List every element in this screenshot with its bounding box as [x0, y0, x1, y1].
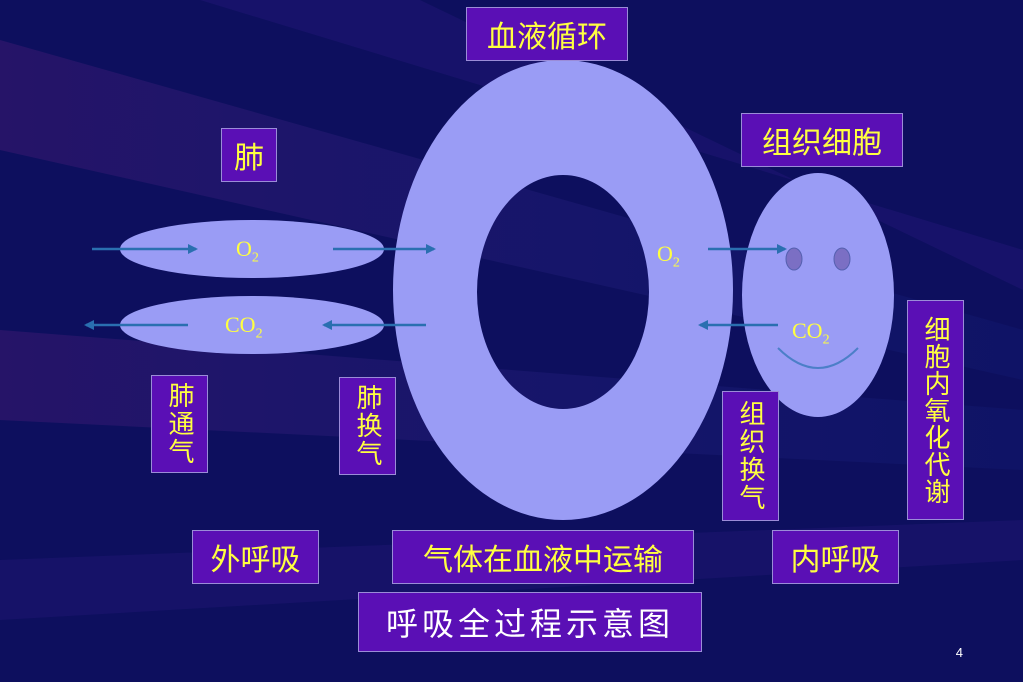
blood-circulation-label: 血液循环 [466, 7, 628, 61]
o2-label-left: O2 [236, 236, 259, 266]
blood-circulation-ring [393, 60, 733, 520]
external-respiration-label: 外呼吸 [192, 530, 319, 584]
right-eye-icon [833, 247, 851, 271]
internal-respiration-label: 内呼吸 [772, 530, 899, 584]
left-eye-icon [785, 247, 803, 271]
diagram-title: 呼吸全过程示意图 [358, 592, 702, 652]
tissue-cell-ellipse [742, 173, 894, 417]
lung-co2-ellipse [120, 296, 384, 354]
tissue-cell-label: 组织细胞 [741, 113, 903, 167]
lung-label: 肺 [221, 128, 277, 182]
tissue-exchange-label: 组织换气 [722, 391, 779, 521]
co2-label-left: CO2 [225, 312, 263, 342]
lung-o2-ellipse [120, 220, 384, 278]
pulmonary-exchange-label: 肺换气 [339, 377, 396, 475]
o2-label-right: O2 [657, 241, 680, 271]
page-number: 4 [955, 645, 963, 660]
co2-label-right: CO2 [792, 318, 830, 348]
smile-icon [777, 347, 859, 369]
pulmonary-ventilation-label: 肺通气 [151, 375, 208, 473]
intracellular-oxidation-label: 细胞内氧化代谢 [907, 300, 964, 520]
gas-transport-label: 气体在血液中运输 [392, 530, 694, 584]
